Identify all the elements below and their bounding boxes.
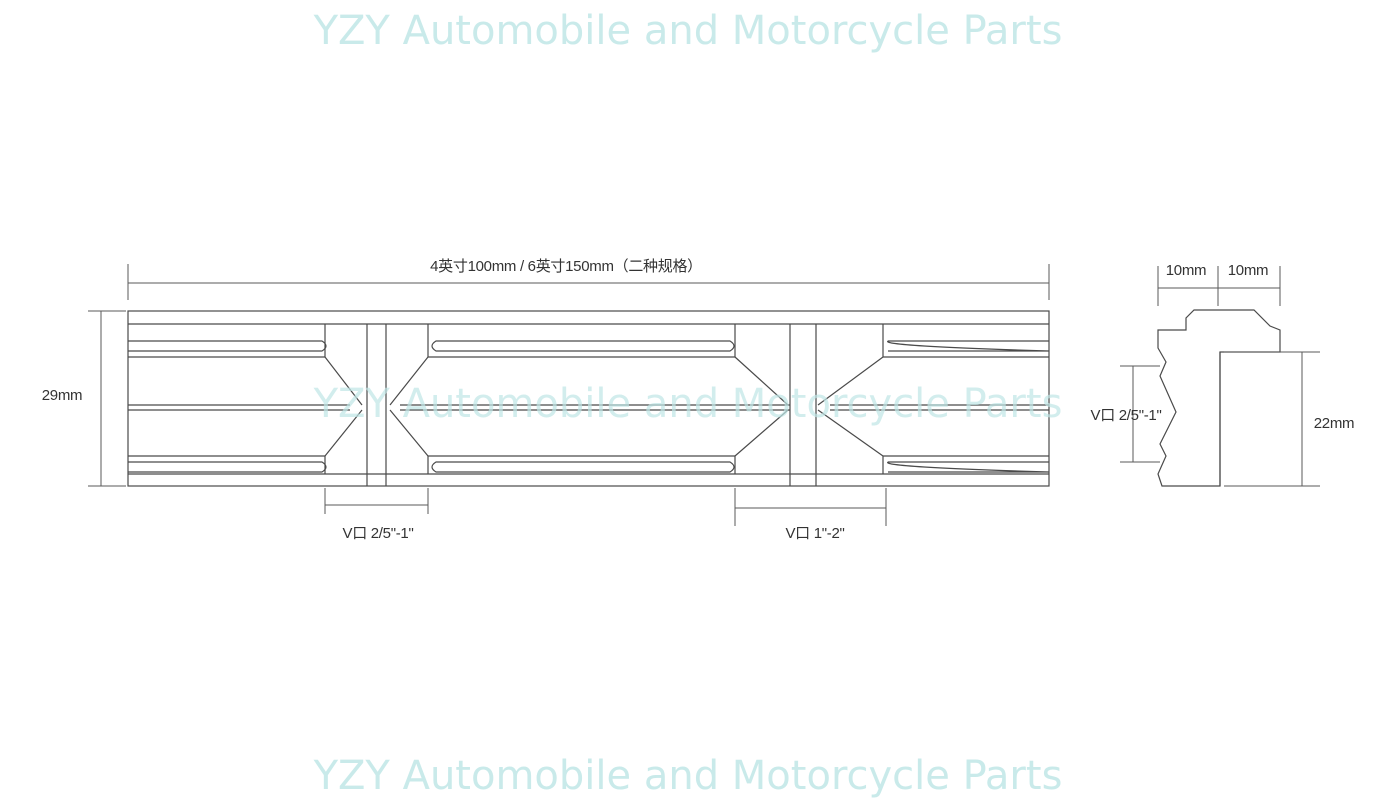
v-slot-right [734,324,884,486]
profile-top-right-label: 10mm [1228,262,1268,279]
v-slot-left [324,324,429,486]
block-outline [127,310,1050,487]
slot-right-label: V口 1"-2" [785,525,844,542]
slot-right-dimension [734,488,887,526]
v-block-side-profile: 10mm 10mm V口 2/5"-1" 22mm [1090,262,1355,487]
watermark-top: YZY Automobile and Motorcycle Parts [313,8,1063,54]
profile-top-left-label: 10mm [1166,262,1206,279]
watermark-bottom: YZY Automobile and Motorcycle Parts [313,753,1063,799]
profile-height-label: 22mm [1314,415,1354,432]
profile-outline [1157,309,1281,487]
slot-left-label: V口 2/5"-1" [342,525,413,542]
height-label: 29mm [42,387,82,404]
v-block-front-view: 4英寸100mm / 6英寸150mm（二种规格） 29mm [42,257,1050,542]
middle-groove [128,404,1049,411]
lower-groove [128,455,1050,473]
slot-left-dimension [324,488,429,514]
watermark-middle: YZY Automobile and Motorcycle Parts [313,381,1063,427]
length-label: 4英寸100mm / 6英寸150mm（二种规格） [430,257,702,275]
upper-groove [128,340,1050,358]
profile-v-label: V口 2/5"-1" [1090,407,1161,424]
